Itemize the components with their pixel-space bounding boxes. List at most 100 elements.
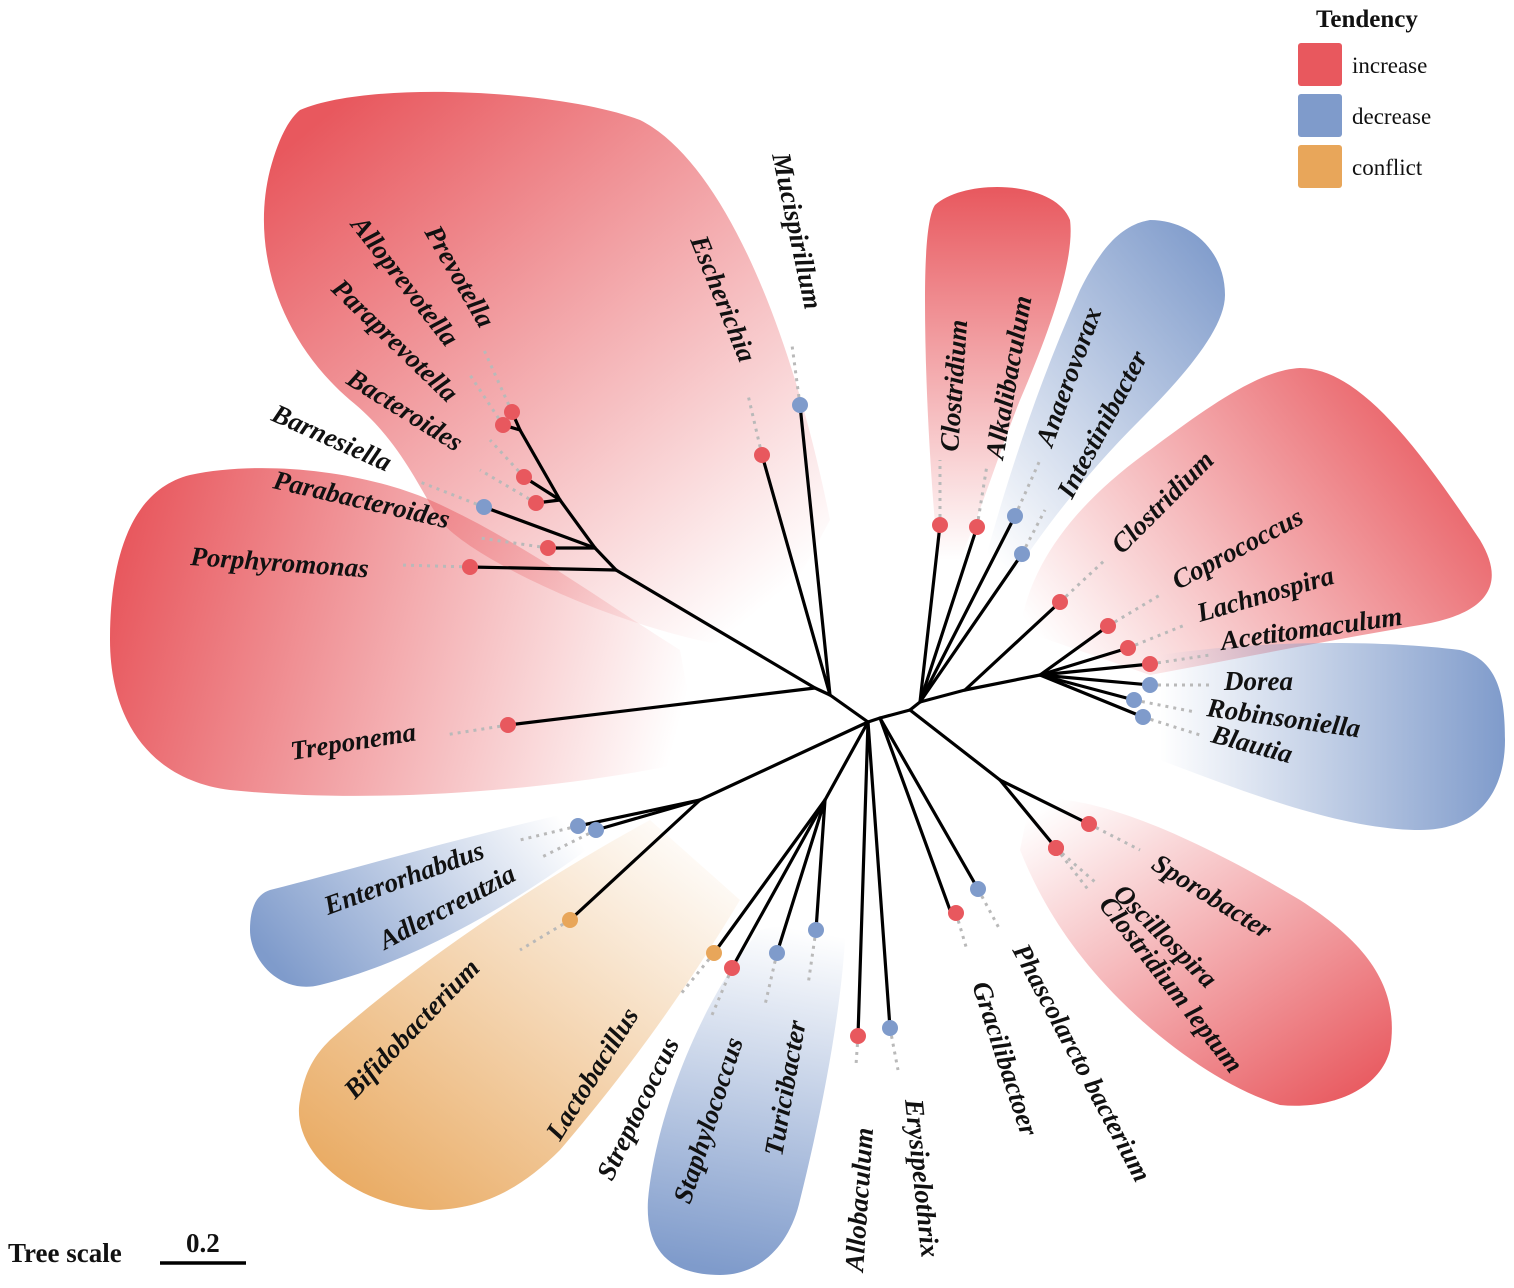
tree-branches	[468, 403, 1152, 1038]
connector-streptococcus	[710, 967, 734, 1016]
clade-lachnospiraceae-increase	[1020, 368, 1492, 675]
tip-marker-treponema	[500, 717, 516, 733]
clade-bacteroidetes-increase	[263, 91, 831, 651]
connector-staphylococcus	[763, 952, 779, 1006]
connector-anaerovorax	[1013, 459, 1042, 517]
branch-segment	[593, 546, 618, 572]
connector-intestinibacter	[1020, 509, 1047, 555]
tip-marker-intestinibacter	[1014, 546, 1030, 562]
tip-marker-coprococcus	[1100, 618, 1116, 634]
branch-segment	[1038, 673, 1152, 687]
branch-segment	[730, 798, 827, 970]
branch-segment	[814, 798, 827, 932]
branch-segment	[1038, 624, 1110, 677]
connector-robinsoniella	[1133, 698, 1196, 714]
clade-bifidobacterium-lactobacillus-conflict	[298, 820, 740, 1210]
branch-segment	[813, 686, 832, 697]
branch-segment	[866, 716, 882, 724]
connector-mucispirillum	[790, 344, 802, 406]
tip-marker-mucispirillum	[792, 397, 808, 413]
branch-segment	[712, 798, 827, 955]
branch-segment	[828, 693, 870, 724]
branch-segment	[760, 453, 832, 697]
connector-blautia	[1142, 715, 1201, 737]
tree-scale-label: Tree scale	[8, 1238, 122, 1268]
branch-segment	[918, 525, 979, 704]
leaf-connectors	[399, 344, 1211, 1071]
tip-marker-alloprevotella	[495, 417, 511, 433]
legend-swatch-conflict	[1298, 145, 1342, 188]
connector-clostridium	[1058, 558, 1107, 604]
tip-marker-porphyromonas	[462, 559, 478, 575]
connector-acetitomaculum	[1149, 653, 1211, 666]
tip-marker-clostridium	[932, 517, 948, 533]
tip-marker-lachnospira	[1120, 640, 1136, 656]
connector-allobaculum	[854, 1035, 860, 1066]
tip-marker-clostridium	[1052, 594, 1068, 610]
tip-marker-anaerovorax	[1007, 508, 1023, 524]
branch-segment	[998, 778, 1058, 850]
connector-bifidobacterium	[519, 918, 571, 952]
tip-marker-staphylococcus	[769, 945, 785, 961]
clade-staphylococcus-turicibacter-decrease	[647, 923, 845, 1275]
branch-segment	[568, 798, 702, 922]
tip-marker-sporobacter	[1081, 816, 1097, 832]
branch-segment	[518, 428, 562, 502]
tip-marker-prevotella	[504, 404, 520, 420]
tip-marker-alkalibaculum	[969, 519, 985, 535]
branch-segment	[506, 686, 817, 727]
branch-segment	[963, 673, 1042, 692]
legend: Tendency increase decrease conflict	[1298, 6, 1431, 188]
branch-segment	[468, 565, 618, 572]
branch-segment	[998, 778, 1091, 826]
tip-marker-parabacteroides	[540, 540, 556, 556]
tree-scale-value: 0.2	[186, 1228, 220, 1258]
branch-segment	[614, 568, 817, 690]
connector-coprococcus	[1107, 593, 1161, 628]
tip-marker-blautia	[1135, 709, 1151, 725]
clade-anaerovorax-intestinibacter-decrease	[985, 220, 1225, 580]
tip-marker-bifidobacterium	[562, 912, 578, 928]
tip-marker-lactobacillus	[706, 945, 722, 961]
tip-marker-phascolarcto-bacterium	[970, 881, 986, 897]
branch-segment	[775, 798, 827, 955]
connector-escherichia	[746, 394, 764, 456]
connector-treponema	[444, 723, 509, 737]
branch-segment	[918, 552, 1024, 704]
leaf-label-allobaculum: Allobaculum	[839, 1127, 879, 1275]
tip-marker-escherichia	[754, 447, 770, 463]
legend-swatch-decrease	[1298, 94, 1342, 137]
branch-segment	[558, 498, 597, 550]
connector-alkalibaculum	[975, 464, 989, 528]
connector-oscillospira	[1055, 846, 1096, 884]
branch-segment	[908, 708, 1002, 782]
branch-segment	[1038, 646, 1130, 677]
connector-enterorhabdus	[519, 824, 579, 842]
legend-swatch-increase	[1298, 43, 1342, 86]
tip-markers	[462, 397, 1158, 1044]
legend-label-decrease: decrease	[1352, 104, 1431, 129]
connector-barnesiella	[419, 480, 485, 509]
branch-segment	[918, 523, 942, 704]
connector-gracilibactoer	[954, 912, 969, 951]
clade-backgrounds	[110, 91, 1505, 1275]
tip-marker-enterorhabdus	[570, 818, 586, 834]
tip-marker-robinsoniella	[1126, 692, 1142, 708]
tip-marker-barnesiella	[476, 499, 492, 515]
branch-segment	[878, 716, 952, 912]
tip-marker-dorea	[1142, 677, 1158, 693]
connector-lactobacillus	[678, 952, 716, 996]
connector-sporobacter	[1088, 822, 1141, 852]
clade-porphyromonas-treponema-increase	[110, 468, 700, 796]
legend-label-increase: increase	[1352, 53, 1427, 78]
tip-marker-streptococcus	[724, 960, 740, 976]
clade-ruminococcaceae-increase	[1020, 798, 1392, 1106]
connector-parabacteroides	[479, 536, 549, 550]
branch-segment	[963, 600, 1062, 692]
branch-segment	[866, 720, 892, 1030]
connector-turicibacter	[806, 929, 818, 986]
tree-scale: Tree scale 0.2	[8, 1228, 246, 1268]
connector-alloprevotella	[468, 374, 505, 426]
branch-segment	[918, 514, 1017, 704]
connector-lachnospira	[1127, 623, 1186, 650]
